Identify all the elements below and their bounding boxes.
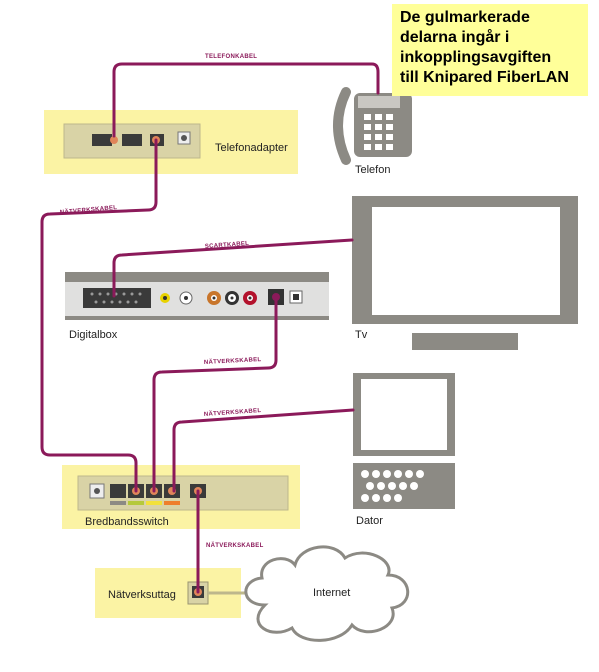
scart-port — [83, 288, 151, 308]
dator-device — [353, 373, 455, 509]
adapter-port-2 — [122, 134, 142, 146]
digitalbox-device — [65, 272, 329, 320]
bredbandsswitch-label: Bredbandsswitch — [85, 516, 169, 528]
info-note-line: inkopplingsavgiften — [400, 49, 552, 66]
natverkskabel-label-4: NÄTVERKSKABEL — [206, 542, 264, 549]
info-note-line: delarna ingår i — [400, 29, 510, 46]
internet-cloud — [244, 545, 410, 642]
telefon-label: Telefon — [355, 164, 390, 176]
telefon-device — [333, 87, 412, 165]
natverksuttag-label: Nätverksuttag — [108, 589, 176, 601]
telefonkabel-label: TELEFONKABEL — [205, 54, 257, 60]
info-note: De gulmarkerade delarna ingår i inkoppli… — [392, 4, 588, 96]
telefonkabel — [112, 62, 380, 138]
bredbandsswitch-device — [77, 475, 289, 511]
tv-device — [352, 196, 578, 350]
adapter-port-1 — [92, 134, 112, 146]
natverkskabel-1 — [40, 138, 158, 493]
natverkskabel-label-2: NÄTVERKSKABEL — [204, 356, 262, 366]
info-note-line: De gulmarkerade — [400, 9, 530, 26]
dator-label: Dator — [356, 515, 383, 527]
tv-label: Tv — [355, 329, 368, 341]
natverkskabel-2 — [152, 295, 278, 493]
digitalbox-label: Digitalbox — [69, 329, 118, 341]
telefonadapter-label: Telefonadapter — [215, 142, 288, 154]
natverkskabel-label-3: NÄTVERKSKABEL — [204, 407, 262, 418]
natverkskabel-label-1: NÄTVERKSKABEL — [60, 204, 118, 216]
scartkabel — [112, 238, 354, 298]
adapter-phone-port — [110, 136, 118, 144]
telefonadapter-device — [63, 123, 201, 159]
info-note-line: till Knipared FiberLAN — [400, 69, 569, 86]
natverkskabel-3 — [172, 408, 355, 493]
scartkabel-label: SCARTKABEL — [205, 241, 250, 250]
internet-label: Internet — [313, 587, 350, 599]
